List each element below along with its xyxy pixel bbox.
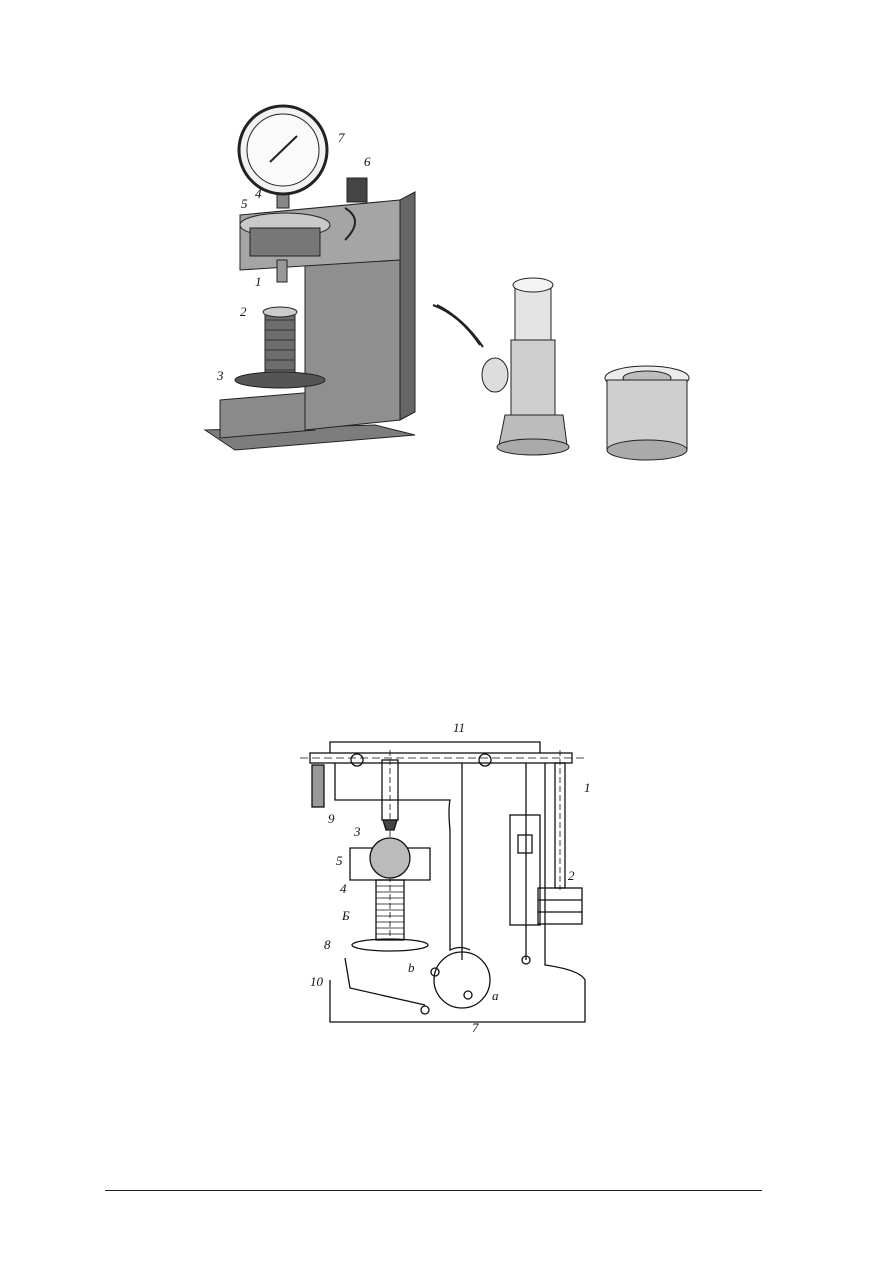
hardness-tester-illustration (203, 104, 416, 451)
callout-6: 6 (364, 154, 371, 169)
schematic-callouts: 11 1 9 3 5 4 2 Б 8 b 10 a 7 (310, 720, 591, 1035)
callout-3: 3 (216, 368, 224, 383)
callout-a: a (492, 988, 499, 1003)
callout-7: 7 (472, 1020, 479, 1035)
callout-1: 1 (255, 274, 262, 289)
footer-rule (105, 1190, 762, 1191)
callout-2: 2 (568, 868, 575, 883)
schematic-figure: 11 1 9 3 5 4 2 Б 8 b 10 a 7 (300, 720, 591, 1035)
callout-7: 7 (338, 130, 345, 145)
callout-Б: Б (341, 908, 350, 923)
callout-3: 3 (353, 824, 361, 839)
schematic-drawing (300, 741, 586, 1023)
photo-callouts: 7 6 4 5 1 2 3 (216, 130, 371, 383)
callout-4: 4 (340, 881, 347, 896)
callout-5: 5 (241, 196, 248, 211)
callout-11: 11 (453, 720, 465, 735)
callout-5: 5 (336, 853, 343, 868)
microscope-illustration (432, 277, 570, 456)
callout-b: b (408, 960, 415, 975)
callout-10: 10 (310, 974, 324, 989)
callout-9: 9 (328, 811, 335, 826)
callout-1: 1 (584, 780, 591, 795)
callout-4: 4 (255, 186, 262, 201)
photo-figure: 7 6 4 5 1 2 3 (203, 104, 690, 461)
callout-8: 8 (324, 937, 331, 952)
loupe-illustration (604, 365, 690, 461)
callout-2: 2 (240, 304, 247, 319)
